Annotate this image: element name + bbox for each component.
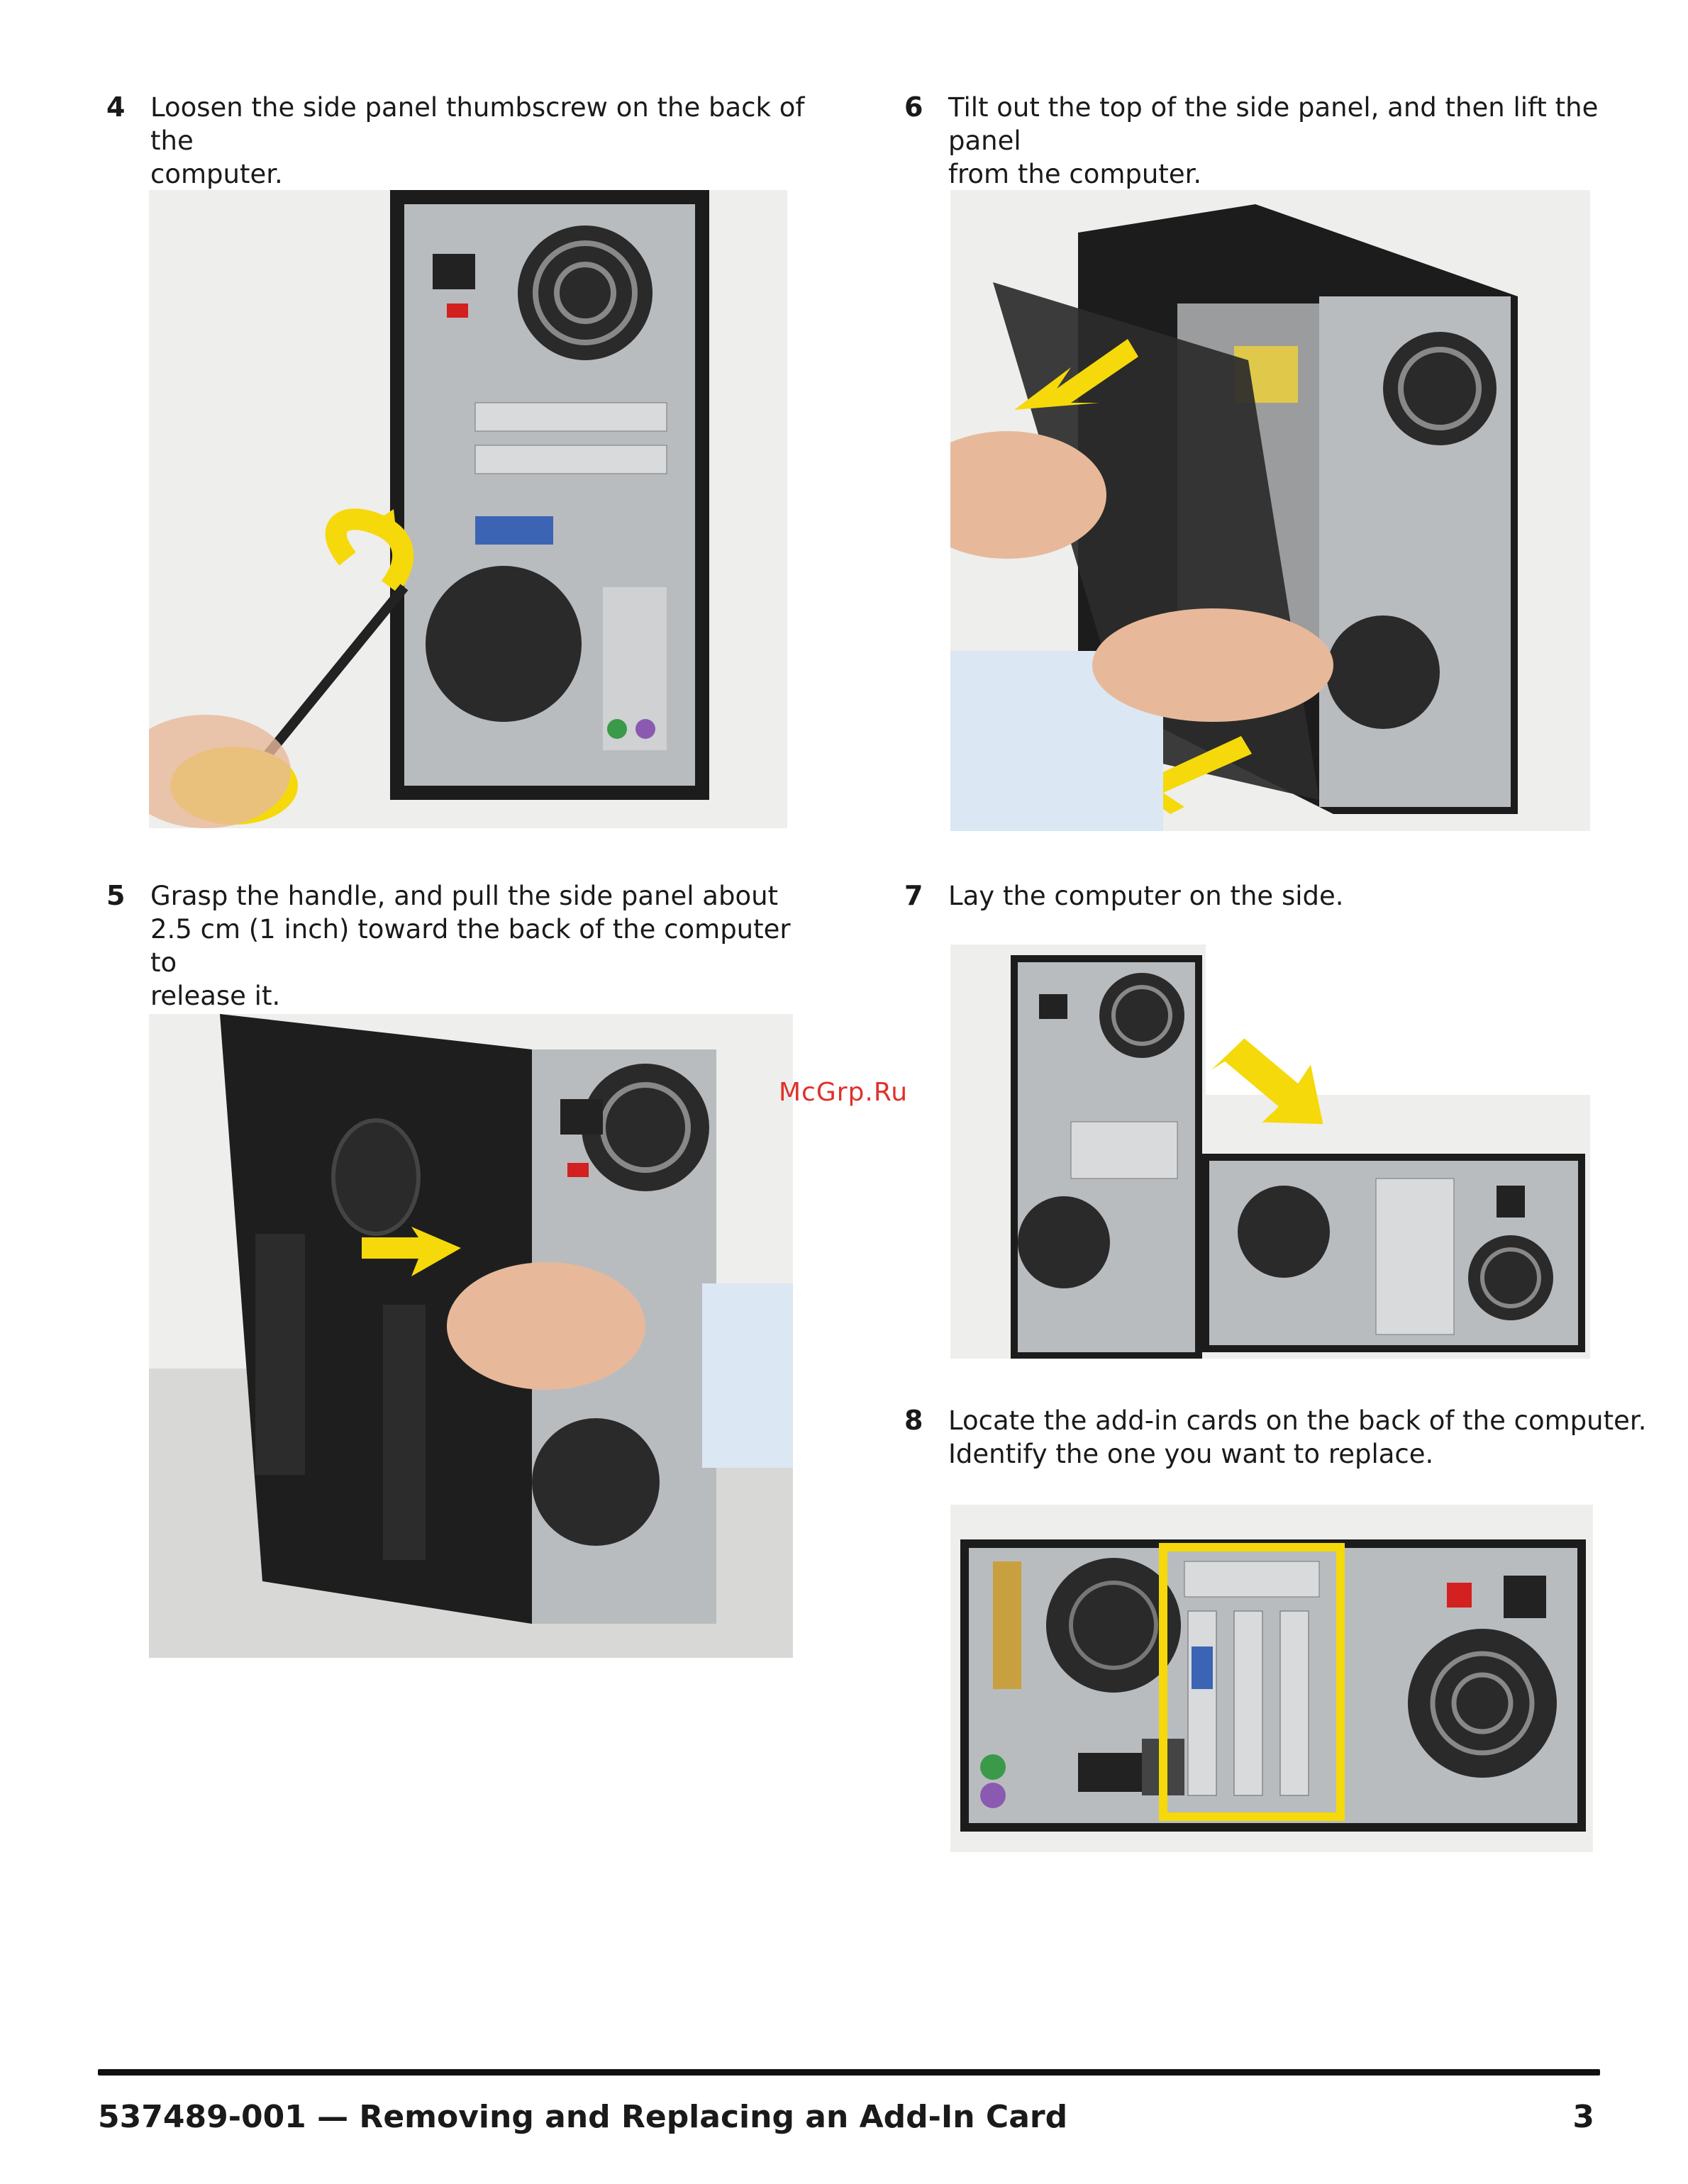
watermark: McGrp.Ru [779, 1078, 909, 1107]
step-number: 6 [904, 91, 923, 123]
step-text: Tilt out the top of the side panel, and … [948, 92, 1599, 189]
footer-rule [98, 2069, 1600, 2076]
step-text: Locate the add-in cards on the back of t… [948, 1405, 1647, 1469]
photo-loosen-thumbscrew [149, 190, 787, 828]
footer-title: 537489-001 — Removing and Replacing an A… [98, 2099, 1068, 2135]
step-text: Grasp the handle, and pull the side pane… [150, 881, 791, 1011]
step-number: 5 [106, 880, 126, 911]
step-text: Lay the computer on the side. [948, 881, 1344, 911]
step-text: Loosen the side panel thumbscrew on the … [150, 92, 805, 189]
step-number: 7 [904, 880, 923, 911]
photo-pull-side-panel [149, 1014, 793, 1658]
photo-locate-add-in-cards [950, 1505, 1593, 1852]
photo-lay-on-side [950, 945, 1590, 1359]
page-number: 3 [1572, 2099, 1594, 2135]
photo-remove-side-panel [950, 190, 1590, 831]
step-number: 8 [904, 1405, 923, 1436]
step-number: 4 [106, 91, 126, 123]
